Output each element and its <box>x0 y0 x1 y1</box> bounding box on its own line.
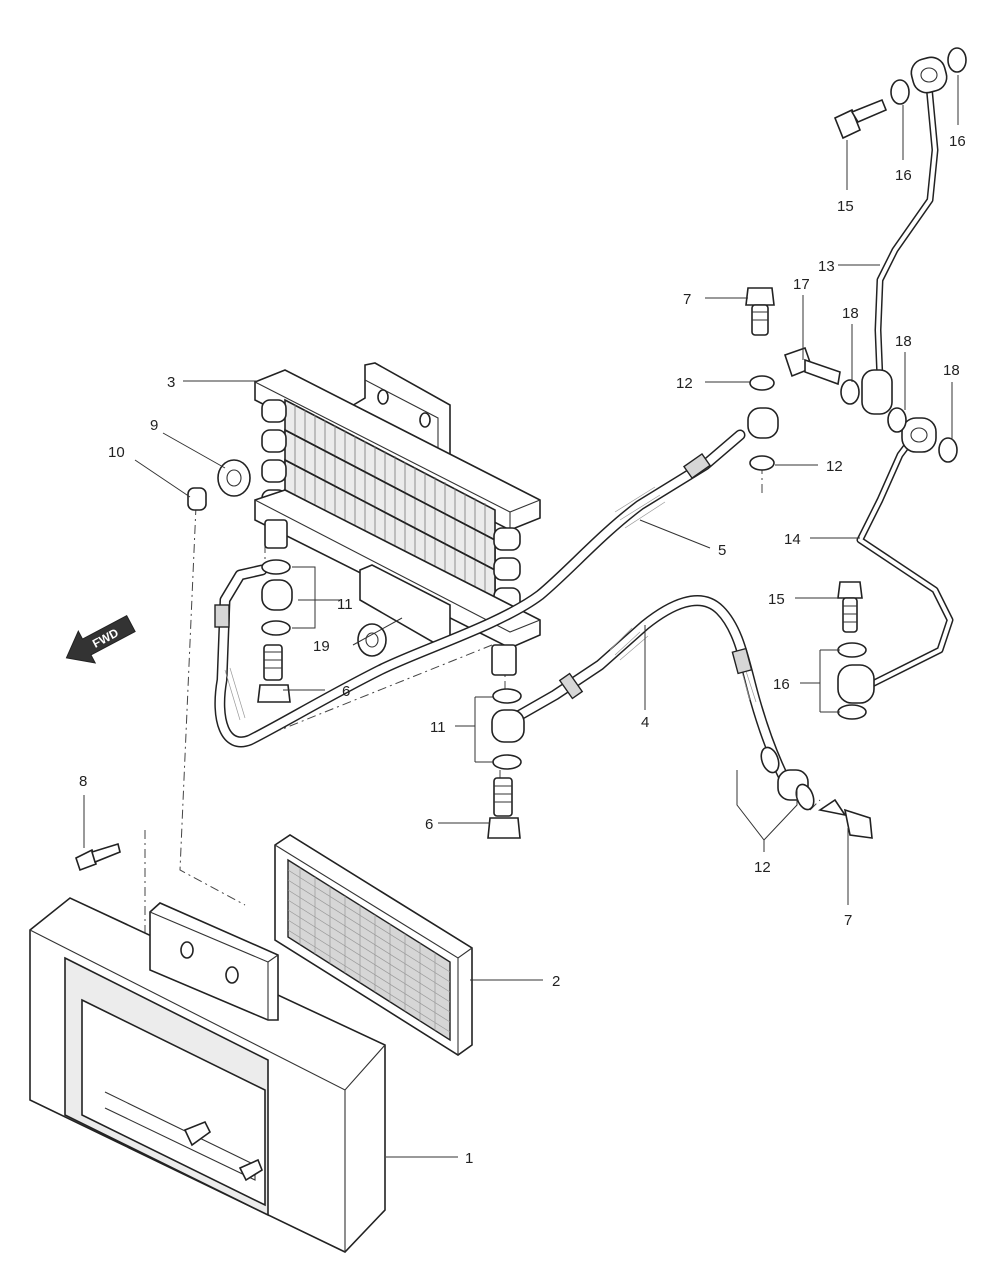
forward-direction-arrow-icon: FWD <box>65 614 136 664</box>
callout-15-top: 15 <box>837 198 854 215</box>
callout-6-left: 6 <box>342 683 350 700</box>
oil-cooler-cover <box>29 897 386 1253</box>
callout-16-right: 16 <box>949 133 966 150</box>
callout-8: 8 <box>79 773 87 790</box>
callout-13: 13 <box>818 258 835 275</box>
callout-17: 17 <box>793 276 810 293</box>
callout-3: 3 <box>167 374 175 391</box>
callout-11-center: 11 <box>430 719 446 736</box>
callout-16-lower: 16 <box>773 676 790 693</box>
oil-hose-lower <box>514 595 791 786</box>
callout-9: 9 <box>150 417 158 434</box>
rubber-mounts <box>187 459 387 657</box>
callout-5: 5 <box>718 542 726 559</box>
callout-12-bottom: 12 <box>754 859 771 876</box>
callout-12-top: 12 <box>676 375 693 392</box>
callout-18-left: 18 <box>842 305 859 322</box>
assembly-guide-lines <box>144 290 821 996</box>
callout-7-bottom: 7 <box>844 912 852 929</box>
callout-18-right: 18 <box>943 362 960 379</box>
leader-lines <box>83 75 959 1158</box>
callout-14: 14 <box>784 531 801 548</box>
callout-numbers: 1 2 3 4 5 6 6 7 7 8 9 10 11 11 12 12 12 … <box>79 133 966 1167</box>
callout-4: 4 <box>641 714 649 731</box>
oil-cooler-core <box>254 362 541 676</box>
callout-16-left: 16 <box>895 167 912 184</box>
callout-11-left: 11 <box>337 596 353 613</box>
oil-pipes <box>837 47 967 720</box>
callout-2: 2 <box>552 973 560 990</box>
oil-cooler-screen <box>274 834 473 1056</box>
callout-7-top: 7 <box>683 291 691 308</box>
oil-hose-upper <box>214 429 746 748</box>
callout-6-center: 6 <box>425 816 433 833</box>
callout-12-middle: 12 <box>826 458 843 475</box>
callout-18-middle: 18 <box>895 333 912 350</box>
banjo-bolts <box>75 98 888 872</box>
callout-10: 10 <box>108 444 125 461</box>
callout-15-lower: 15 <box>768 591 785 608</box>
callout-1: 1 <box>465 1150 473 1167</box>
callout-19: 19 <box>313 638 330 655</box>
